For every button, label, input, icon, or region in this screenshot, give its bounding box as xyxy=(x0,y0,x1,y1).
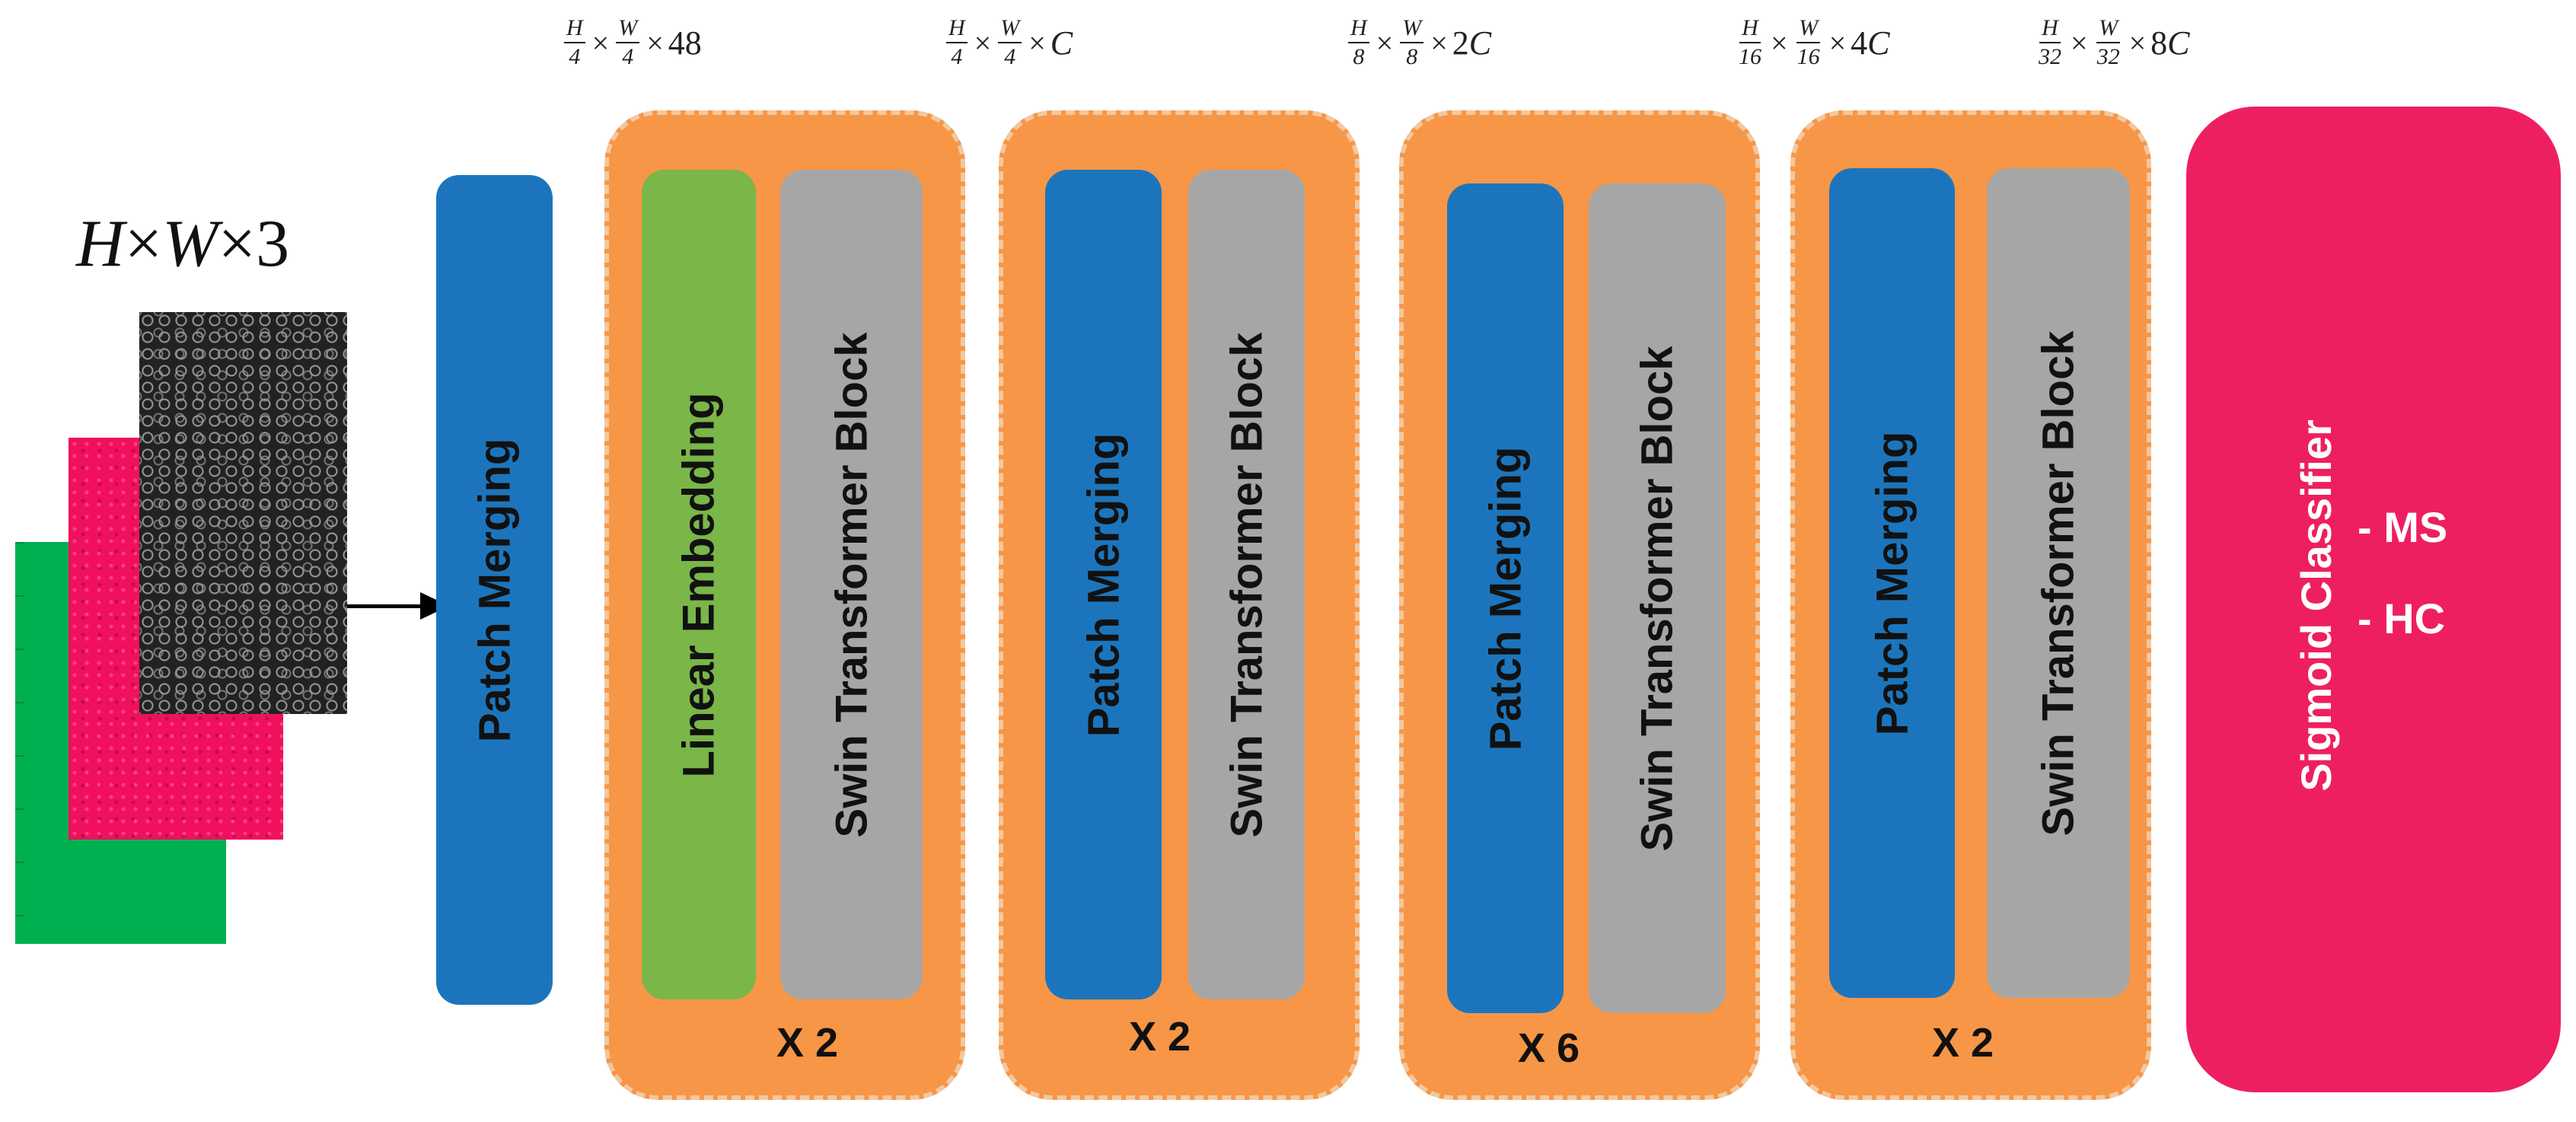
swin-transformer-label: Swin Transformer Block xyxy=(2033,330,2083,836)
classifier-title: Sigmoid Classifier xyxy=(2291,419,2340,792)
patch-merging-block-3: Patch Merging xyxy=(1447,183,1564,1013)
stage-3-repeat: X 6 xyxy=(1518,1025,1580,1071)
patch-merging-label: Patch Merging xyxy=(1867,431,1918,735)
stage-1-repeat: X 2 xyxy=(776,1020,839,1066)
class-hc: - HC xyxy=(2358,594,2446,642)
swin-transformer-label: Swin Transformer Block xyxy=(1222,332,1272,837)
patch-merging-block-initial: Patch Merging xyxy=(436,175,553,1005)
linear-embedding-block: Linear Embedding xyxy=(642,170,756,999)
swin-transformer-block-1: Swin Transformer Block xyxy=(780,170,923,999)
swin-transformer-block-3: Swin Transformer Block xyxy=(1589,183,1726,1013)
patch-merging-block-4: Patch Merging xyxy=(1829,168,1955,998)
sigmoid-classifier: Sigmoid Classifier - MS - HC xyxy=(2186,107,2561,1092)
stage-4-repeat: X 2 xyxy=(1932,1020,1994,1066)
input-channel-image xyxy=(139,312,347,714)
swin-transformer-label: Swin Transformer Block xyxy=(1632,346,1682,851)
stage-4: Patch Merging Swin Transformer Block X 2 xyxy=(1790,110,2151,1100)
linear-embedding-label: Linear Embedding xyxy=(674,392,724,777)
stage-2: Patch Merging Swin Transformer Block X 2 xyxy=(999,110,1360,1100)
swin-transformer-block-2: Swin Transformer Block xyxy=(1188,170,1305,999)
patch-merging-label: Patch Merging xyxy=(1481,446,1531,751)
input-shape-label: H×W×3 xyxy=(76,207,290,281)
patch-merging-block-2: Patch Merging xyxy=(1045,170,1162,999)
patch-merging-label: Patch Merging xyxy=(470,438,520,742)
stage-2-repeat: X 2 xyxy=(1129,1014,1191,1060)
swin-transformer-label: Swin Transformer Block xyxy=(827,332,877,837)
input-arrow xyxy=(347,604,423,608)
swin-transformer-block-4: Swin Transformer Block xyxy=(1987,168,2130,998)
stage-3: Patch Merging Swin Transformer Block X 6 xyxy=(1399,110,1760,1100)
patch-merging-label: Patch Merging xyxy=(1079,432,1129,737)
class-ms: - MS xyxy=(2358,503,2448,551)
stage-1: Linear Embedding Swin Transformer Block … xyxy=(604,110,965,1100)
